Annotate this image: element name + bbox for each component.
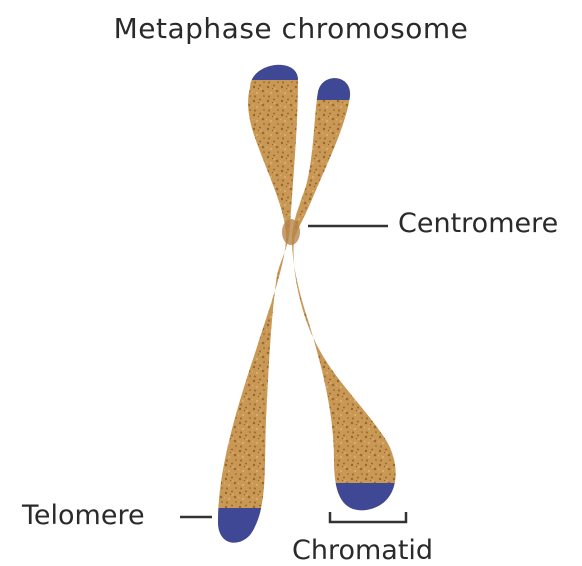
telomere-cap-top-right xyxy=(305,65,365,100)
chromatid-bracket xyxy=(330,512,406,522)
telomere-cap-top-left xyxy=(230,50,310,80)
centromere xyxy=(282,219,300,245)
right-chromatid xyxy=(292,65,415,523)
chromatid-label: Chromatid xyxy=(292,535,433,566)
centromere-label: Centromere xyxy=(398,208,558,239)
left-chromatid xyxy=(200,50,310,553)
telomere-cap-bottom-right xyxy=(325,483,415,523)
telomere-cap-bottom-left xyxy=(200,508,270,553)
telomere-label: Telomere xyxy=(22,500,145,531)
